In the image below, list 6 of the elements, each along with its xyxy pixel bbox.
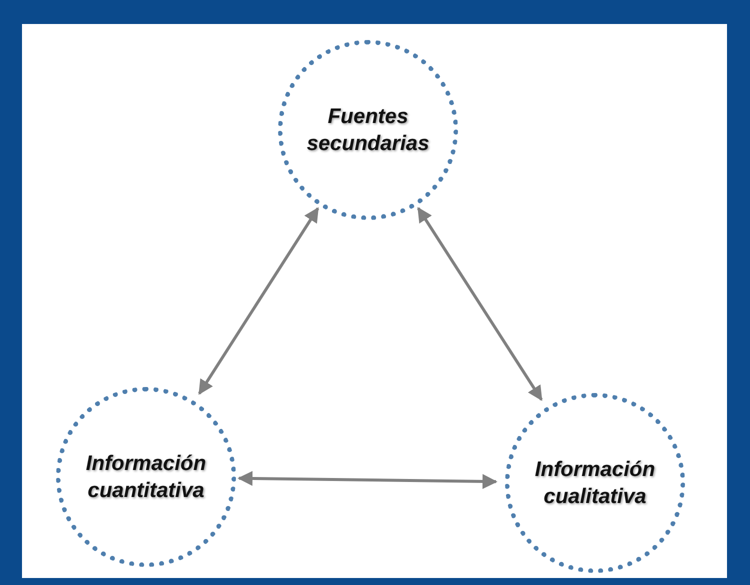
arrow [417, 206, 543, 401]
arrow [238, 470, 498, 489]
node-label: Información cualitativa [534, 456, 656, 510]
node-label: Información cuantitativa [84, 450, 208, 504]
node-label: Fuentes secundarias [306, 104, 430, 157]
arrow [198, 207, 320, 395]
